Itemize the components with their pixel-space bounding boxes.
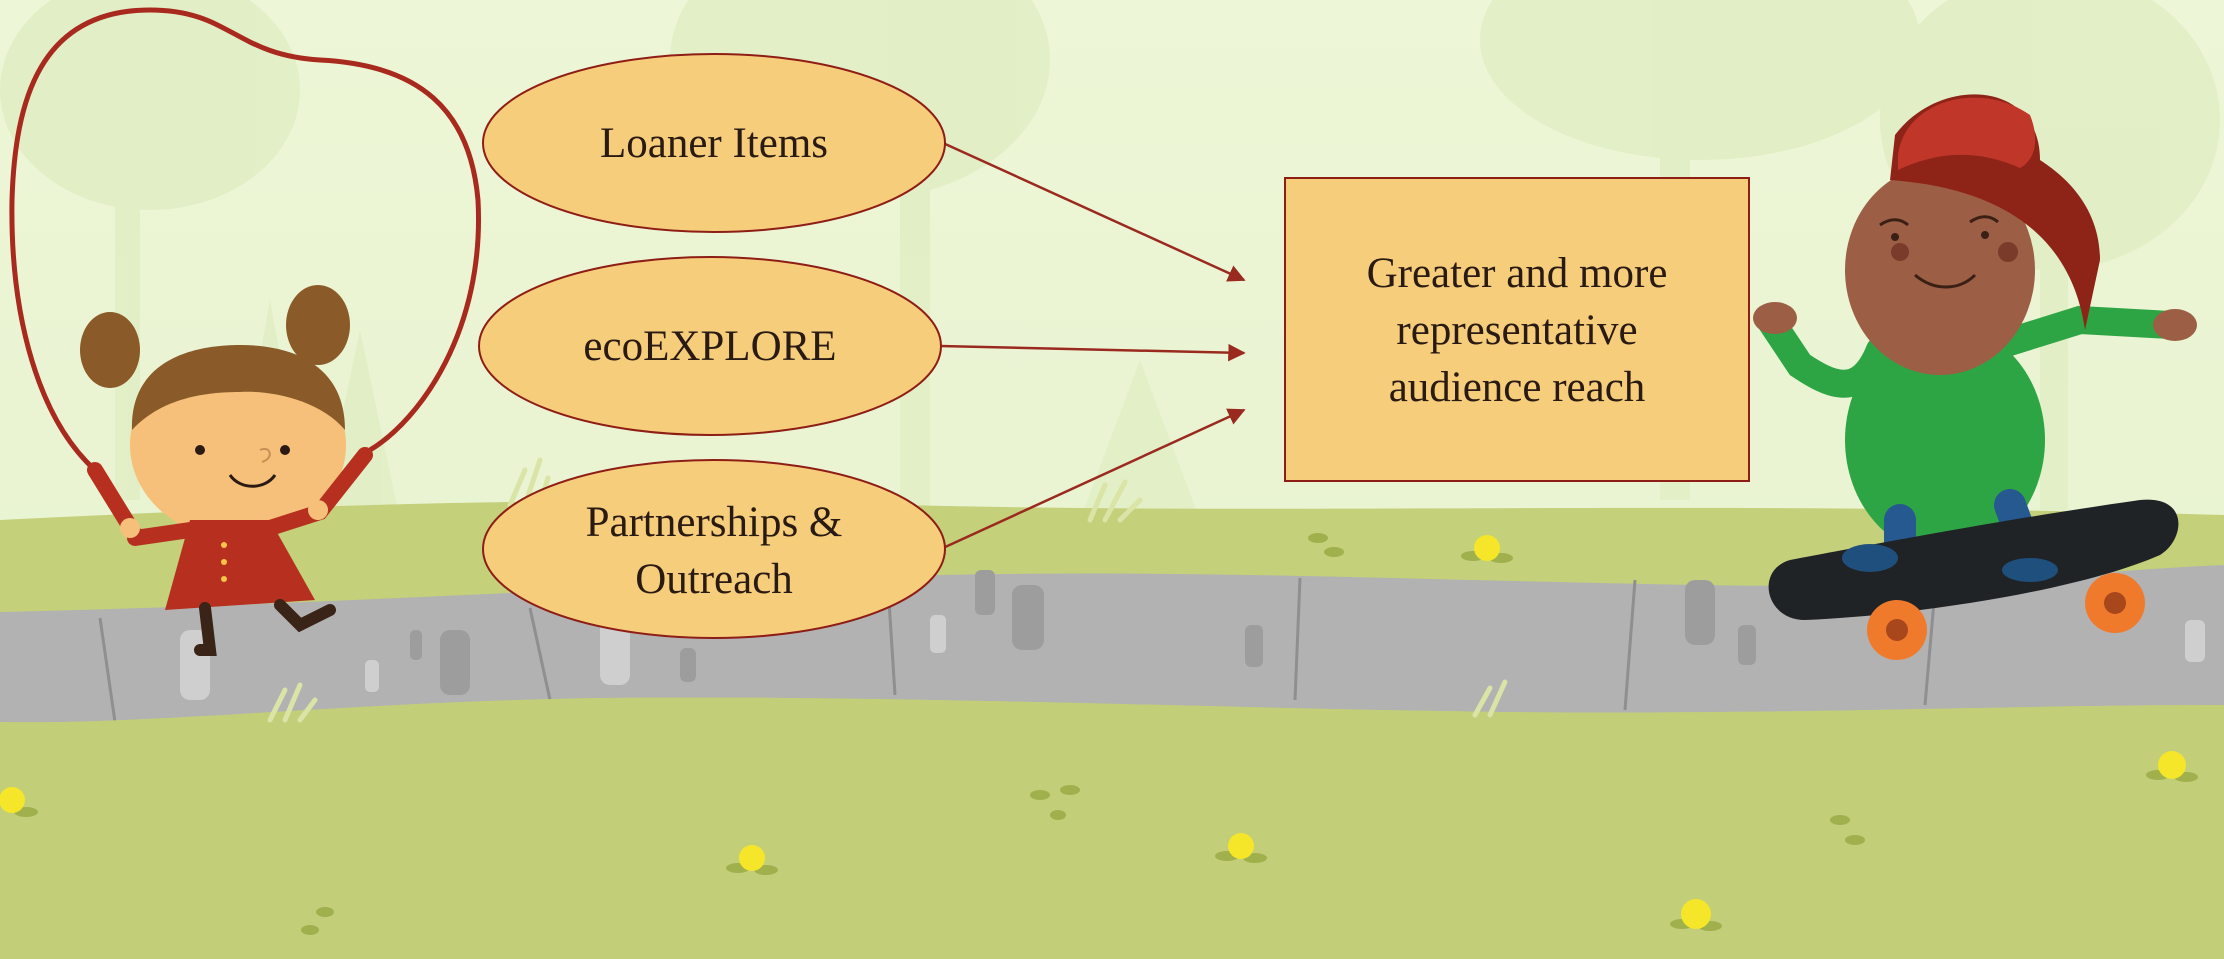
lower-grass — [0, 697, 2224, 959]
input-node-partnerships-outreach: Partnerships & Outreach — [482, 459, 946, 639]
flower — [1670, 899, 1722, 931]
flower — [726, 845, 778, 875]
outcome-label-line-3: audience reach — [1389, 364, 1646, 411]
jump-rope — [9, 7, 482, 472]
arrow-loaner-to-outcome — [942, 141, 1246, 282]
path-stones — [410, 570, 1756, 695]
flower — [1461, 535, 1513, 563]
arrow-ecoexplore-to-outcome — [939, 343, 1246, 362]
outcome-label-line-2: representative — [1396, 307, 1637, 354]
flower — [0, 787, 38, 817]
input-node-label-line-1: Partnerships & — [586, 499, 843, 546]
flower — [1215, 833, 1267, 863]
input-node-label: ecoEXPLORE — [583, 323, 836, 370]
flowers — [0, 535, 2198, 931]
arrow-partnerships-to-outcome — [942, 408, 1246, 550]
input-node-ecoexplore: ecoEXPLORE — [478, 256, 942, 436]
skateboard — [1768, 499, 2179, 660]
leaf-sprouts — [301, 533, 1865, 935]
outcome-box: Greater and more representative audience… — [1284, 177, 1750, 482]
input-node-loaner-items: Loaner Items — [482, 53, 946, 233]
input-node-label: Loaner Items — [600, 120, 828, 167]
outcome-label-line-1: Greater and more — [1367, 250, 1668, 297]
input-node-label-line-2: Outreach — [635, 556, 793, 603]
flower — [2146, 751, 2198, 782]
girl — [80, 285, 373, 656]
